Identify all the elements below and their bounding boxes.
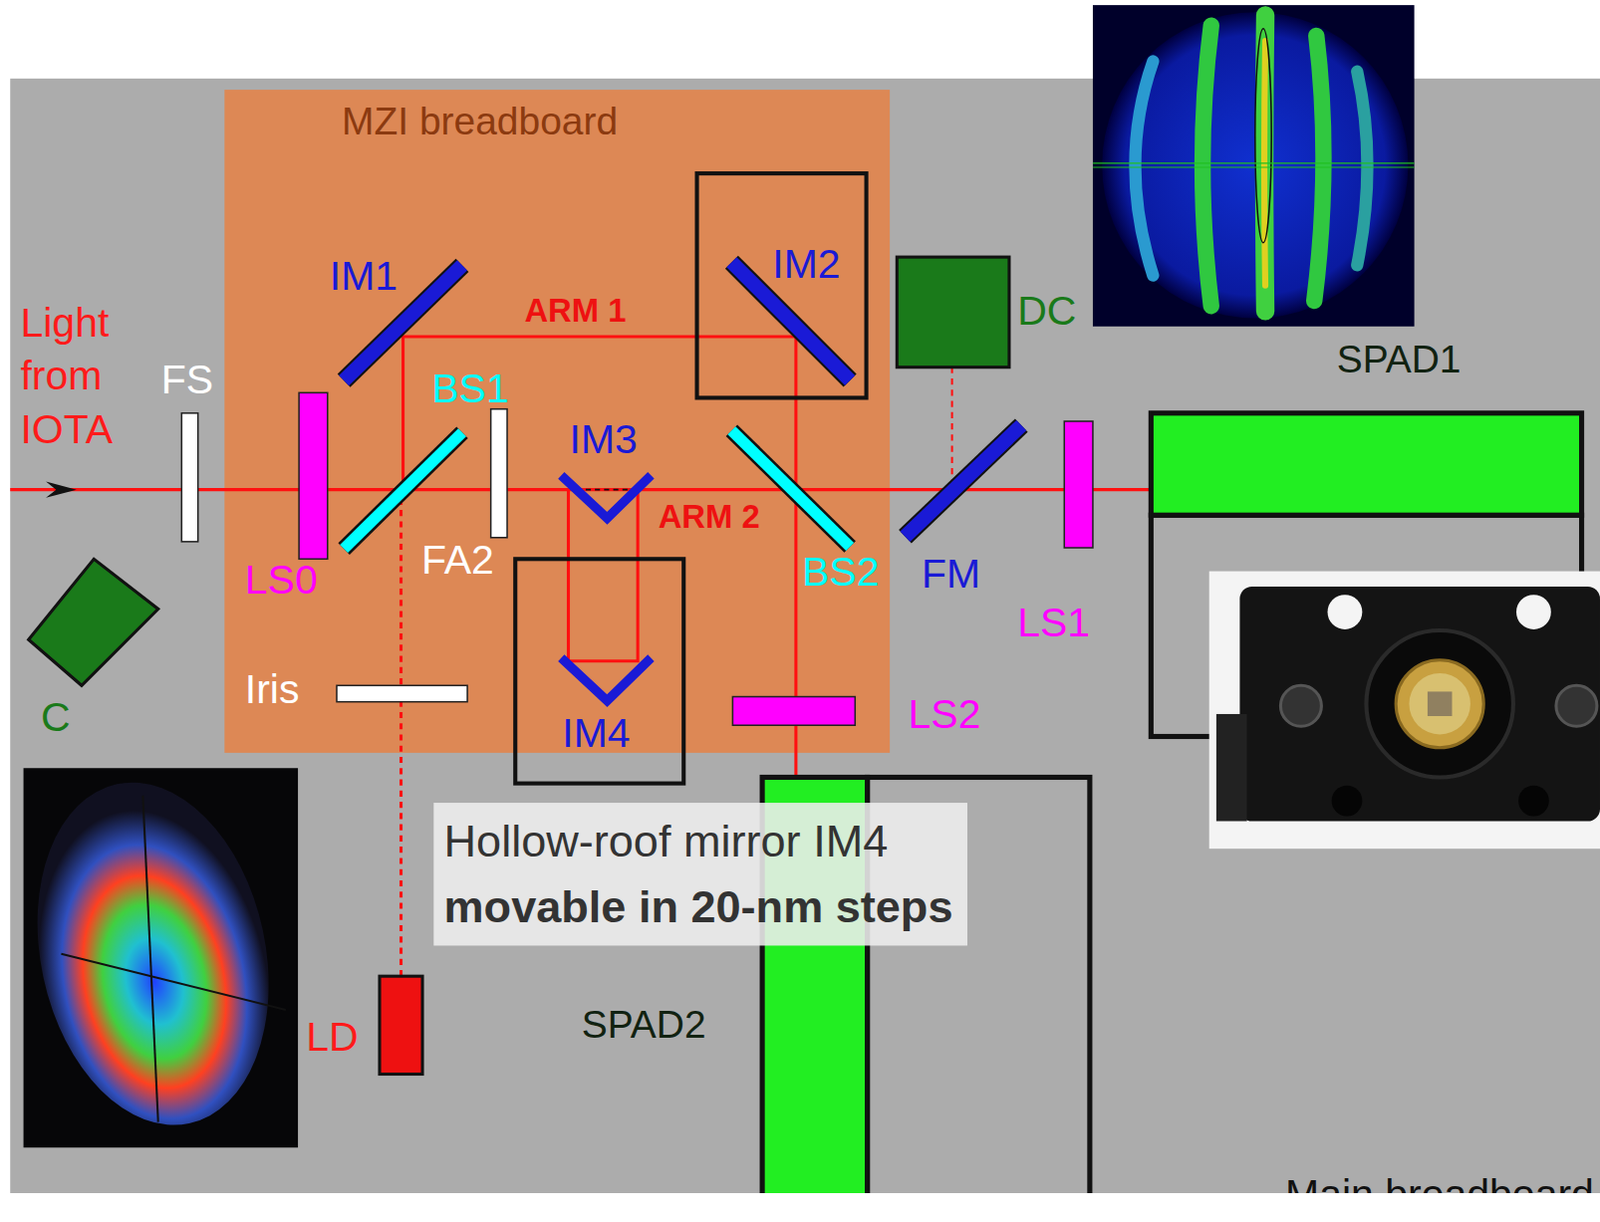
callout-box: Hollow-roof mirror IM4movable in 20-nm s… bbox=[433, 802, 968, 946]
detector-label: SPAD1 bbox=[1336, 339, 1462, 379]
part-label: IM1 bbox=[329, 255, 398, 296]
callout-text: movable in 20-nm steps bbox=[444, 874, 958, 940]
part-label: Iris bbox=[245, 668, 300, 710]
part-label: FA2 bbox=[421, 538, 495, 580]
breadboard-label: Main breadboard bbox=[1285, 1173, 1595, 1194]
part-label: DC bbox=[1017, 289, 1076, 331]
part-label: IM2 bbox=[772, 243, 840, 284]
part-label: LD bbox=[305, 1016, 358, 1058]
part-label: IM4 bbox=[561, 712, 630, 754]
part-label: LS2 bbox=[908, 693, 982, 735]
part-label: BS1 bbox=[431, 367, 509, 409]
arm-label: ARM 2 bbox=[658, 500, 761, 534]
optical-setup-illustration bbox=[0, 0, 1600, 1194]
breadboard-label: MZI breadboard bbox=[341, 101, 618, 141]
part-label: C bbox=[40, 697, 71, 739]
diagram-root: Main breadboard MZI breadboardHollow-roof… bbox=[0, 0, 1600, 1194]
part-label: IM3 bbox=[569, 418, 638, 460]
part-label: FM bbox=[921, 552, 981, 594]
part-label: BS2 bbox=[801, 550, 879, 592]
input-label: Light from IOTA bbox=[19, 295, 122, 456]
part-label: LS0 bbox=[245, 558, 318, 600]
arm-label: ARM 1 bbox=[524, 293, 626, 327]
detector-label: SPAD2 bbox=[581, 1005, 707, 1045]
callout-text: Hollow-roof mirror IM4 bbox=[444, 808, 958, 874]
part-label: FS bbox=[161, 359, 214, 401]
part-label: LS1 bbox=[1017, 601, 1090, 643]
